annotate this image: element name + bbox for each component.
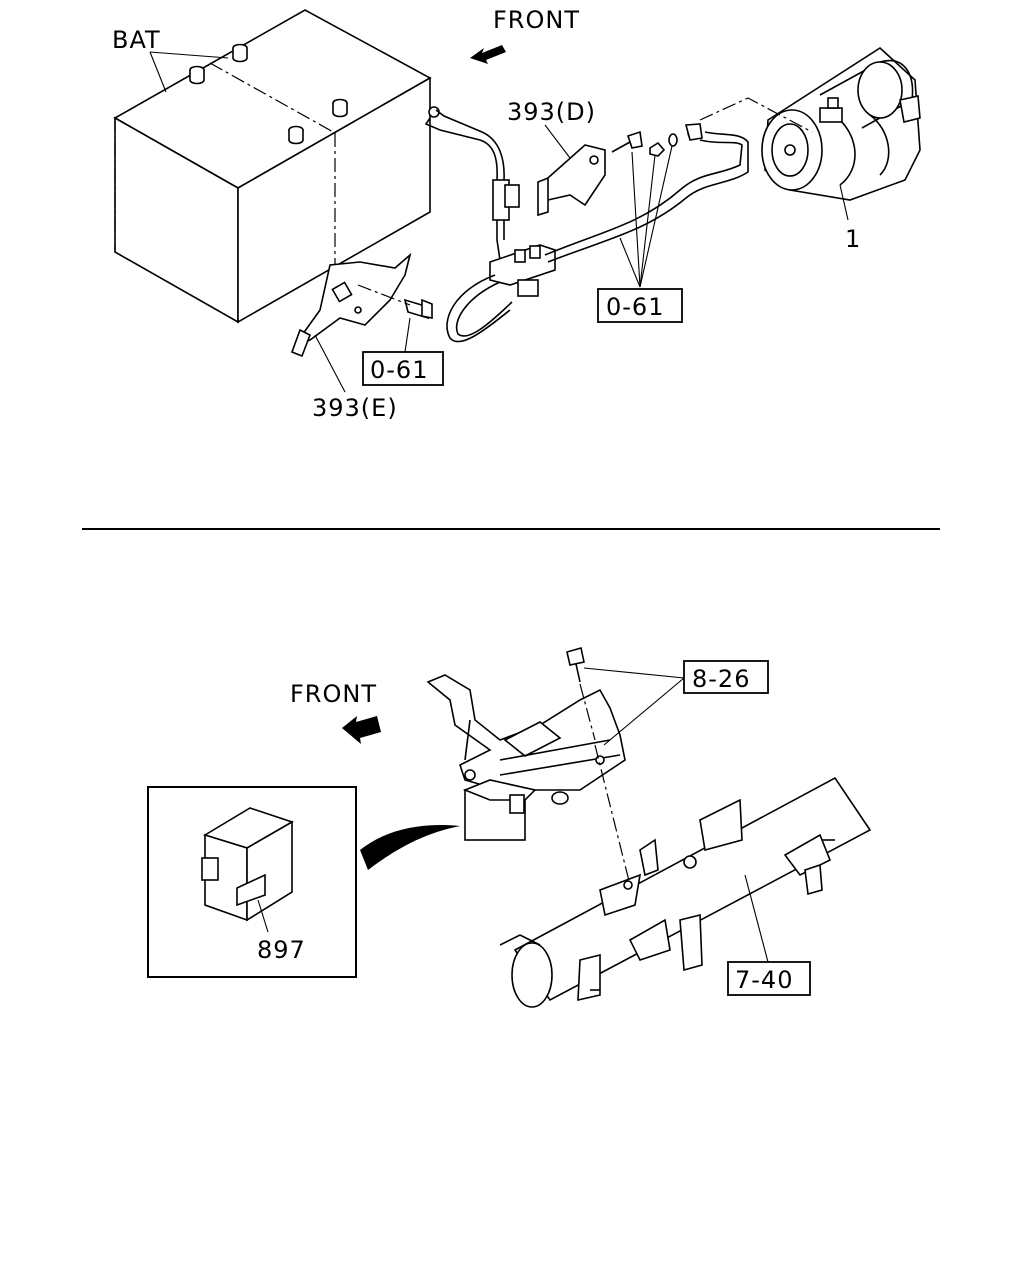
bottom-diagram: FRONT 8-26 xyxy=(147,646,872,1008)
front-label: FRONT xyxy=(493,6,580,34)
battery-cable xyxy=(424,106,749,343)
ref-box-8-26[interactable] xyxy=(683,660,769,694)
ref-box-0-61-left[interactable] xyxy=(362,351,444,386)
bracket-e xyxy=(290,252,412,358)
starter-label: 1 xyxy=(845,225,861,253)
top-diagram: FRONT BAT xyxy=(112,6,921,422)
bracket-d-label: 393(D) xyxy=(507,98,596,126)
bracket-d xyxy=(537,144,606,217)
front-arrow-icon xyxy=(342,716,381,744)
ref-box-0-61-right[interactable] xyxy=(597,288,683,323)
module-bracket xyxy=(426,674,631,886)
control-module-897 xyxy=(201,807,294,922)
module-label: 897 xyxy=(257,936,306,964)
bolt-e xyxy=(357,284,433,320)
bracket-e-label: 393(E) xyxy=(312,394,398,422)
battery-label: BAT xyxy=(112,26,161,54)
frame-cross-member xyxy=(499,776,872,1008)
bolt-8-26 xyxy=(566,646,596,741)
front-arrow-icon xyxy=(470,45,506,64)
starter-motor xyxy=(699,46,921,201)
ref-box-left-text: 0-61 xyxy=(370,356,428,384)
front-label-bottom: FRONT xyxy=(290,680,377,708)
ref-box-right-text: 0-61 xyxy=(606,293,664,321)
callout-pointer-icon xyxy=(360,825,460,870)
fasteners xyxy=(611,130,678,157)
ref-box-7-40-text: 7-40 xyxy=(735,966,793,994)
ref-box-8-26-text: 8-26 xyxy=(692,665,750,693)
ref-box-7-40[interactable] xyxy=(727,961,811,996)
battery xyxy=(113,9,432,324)
